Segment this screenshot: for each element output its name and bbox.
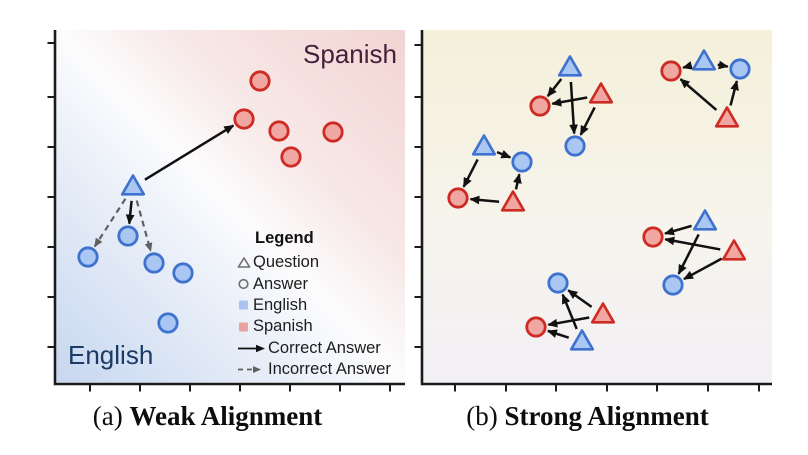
legend-item-incorrect-answer: Incorrect Answer [237, 359, 407, 380]
correct-answer-arrow [496, 150, 512, 159]
english-answer-marker [157, 312, 179, 334]
correct-answer-icon [237, 343, 268, 354]
english-question-marker [471, 134, 497, 156]
correct-answer-arrow [683, 257, 723, 281]
spanish-icon [237, 321, 253, 333]
correct-answer-arrow [462, 158, 479, 188]
correct-answer-arrow [664, 236, 721, 251]
english-answer-marker [511, 151, 533, 173]
english-answer-marker [729, 58, 751, 80]
legend-label-english: English [253, 295, 308, 314]
legend-item-answer: Answer [237, 273, 407, 294]
spanish-answer-marker [233, 108, 255, 130]
english-region-label: English [68, 340, 153, 370]
correct-answer-arrow [547, 316, 590, 328]
incorrect-answer-arrow [93, 198, 127, 248]
correct-answer-arrow [729, 80, 739, 106]
correct-answer-arrow [561, 293, 578, 330]
legend: Legend Question Answer English Spanish [237, 229, 407, 380]
spanish-answer-marker [268, 120, 290, 142]
legend-label-question: Question [253, 253, 320, 272]
correct-answer-arrow [546, 78, 563, 97]
answer-icon [237, 278, 253, 290]
spanish-question-marker [588, 82, 614, 104]
correct-answer-arrow [682, 61, 693, 70]
incorrect-answer-arrow [135, 200, 153, 252]
english-question-marker [569, 329, 595, 351]
english-answer-marker [662, 274, 684, 296]
caption-strong-alignment: (b) Strong Alignment [420, 401, 755, 432]
spanish-answer-marker [249, 70, 271, 92]
spanish-question-marker [500, 190, 526, 212]
english-answer-marker [143, 252, 165, 274]
correct-answer-arrow [546, 329, 570, 339]
correct-answer-arrow [679, 78, 718, 111]
correct-answer-arrow [664, 224, 692, 236]
spanish-question-marker [721, 239, 747, 261]
legend-label-spanish: Spanish [253, 317, 313, 336]
correct-answer-arrow [551, 96, 588, 107]
caption-a-prefix: (a) [92, 401, 123, 431]
correct-answer-arrow [513, 173, 522, 190]
english-answer-marker [564, 135, 586, 157]
legend-title: Legend [255, 229, 314, 247]
correct-answer-arrow [567, 289, 593, 308]
english-question-marker [691, 49, 717, 71]
spanish-answer-marker [280, 146, 302, 168]
spanish-answer-marker [447, 187, 469, 209]
legend-label-correct-answer: Correct Answer [268, 338, 381, 357]
english-question-marker [557, 55, 583, 77]
english-icon [237, 299, 253, 311]
english-answer-marker [172, 262, 194, 284]
legend-label-answer: Answer [253, 274, 309, 293]
english-answer-marker [117, 225, 139, 247]
english-question-marker [692, 209, 718, 231]
panel-strong-alignment [414, 30, 772, 392]
correct-answer-arrow [469, 195, 500, 205]
legend-item-question: Question [237, 252, 407, 273]
caption-b-label: Strong Alignment [504, 401, 709, 431]
correct-answer-arrow [717, 60, 729, 70]
spanish-region-label: Spanish [303, 39, 397, 69]
correct-answer-arrow [677, 233, 700, 275]
legend-item-spanish: Spanish [237, 316, 407, 337]
panel-background [423, 30, 772, 383]
legend-label-incorrect-answer: Incorrect Answer [268, 360, 391, 379]
correct-answer-arrow [144, 124, 235, 181]
panel-background [56, 30, 405, 383]
spanish-question-marker [590, 302, 616, 324]
legend-item-english: English [237, 295, 407, 316]
spanish-answer-marker [322, 121, 344, 143]
spanish-answer-marker [660, 60, 682, 82]
english-answer-marker [547, 272, 569, 294]
correct-answer-arrow [579, 106, 596, 136]
caption-b-prefix: (b) [466, 401, 498, 431]
correct-answer-arrow [125, 200, 135, 225]
caption-weak-alignment: (a) Weak Alignment [40, 401, 375, 432]
correct-answer-arrow [569, 81, 579, 135]
english-question-marker [120, 174, 146, 196]
incorrect-answer-icon [237, 364, 268, 375]
spanish-answer-marker [529, 95, 551, 117]
question-icon [237, 256, 253, 269]
caption-a-label: Weak Alignment [129, 401, 323, 431]
spanish-answer-marker [642, 226, 664, 248]
spanish-question-marker [714, 106, 740, 128]
legend-item-correct-answer: Correct Answer [237, 338, 407, 359]
english-answer-marker [77, 246, 99, 268]
spanish-answer-marker [525, 316, 547, 338]
